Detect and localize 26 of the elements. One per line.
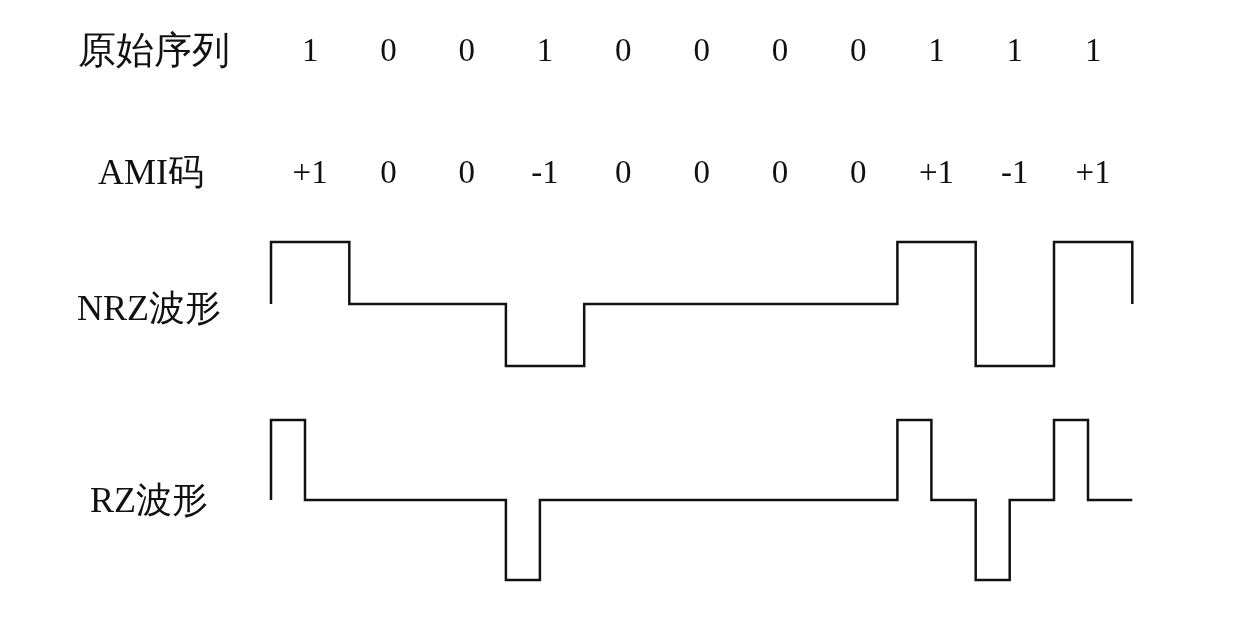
- bit-value: 0: [458, 33, 475, 67]
- bit-value: 0: [380, 33, 397, 67]
- row-label: AMI码: [98, 154, 204, 190]
- code-value: -1: [531, 155, 559, 189]
- code-value: -1: [1001, 155, 1029, 189]
- bit-value: 1: [536, 33, 554, 67]
- bit-value: 1: [1006, 33, 1024, 67]
- bit-value: 0: [771, 33, 789, 67]
- bit-value: 0: [850, 33, 867, 67]
- bit-value: 0: [693, 33, 710, 67]
- bit-value: 1: [301, 33, 319, 67]
- code-value: 0: [693, 155, 710, 189]
- code-value: 0: [380, 155, 397, 189]
- code-value: 0: [771, 155, 789, 189]
- code-value: 0: [615, 155, 632, 189]
- code-value: +1: [292, 155, 328, 189]
- bit-value: 1: [1084, 33, 1102, 67]
- bit-value: 0: [615, 33, 632, 67]
- row-label: NRZ波形: [77, 290, 221, 326]
- bit-value: 1: [928, 33, 945, 67]
- row-label: 原始序列: [78, 31, 230, 69]
- code-value: 0: [850, 155, 867, 189]
- code-value: 0: [458, 155, 475, 189]
- code-value: +1: [1075, 155, 1111, 189]
- row-label: RZ波形: [90, 482, 208, 518]
- code-value: +1: [919, 155, 955, 189]
